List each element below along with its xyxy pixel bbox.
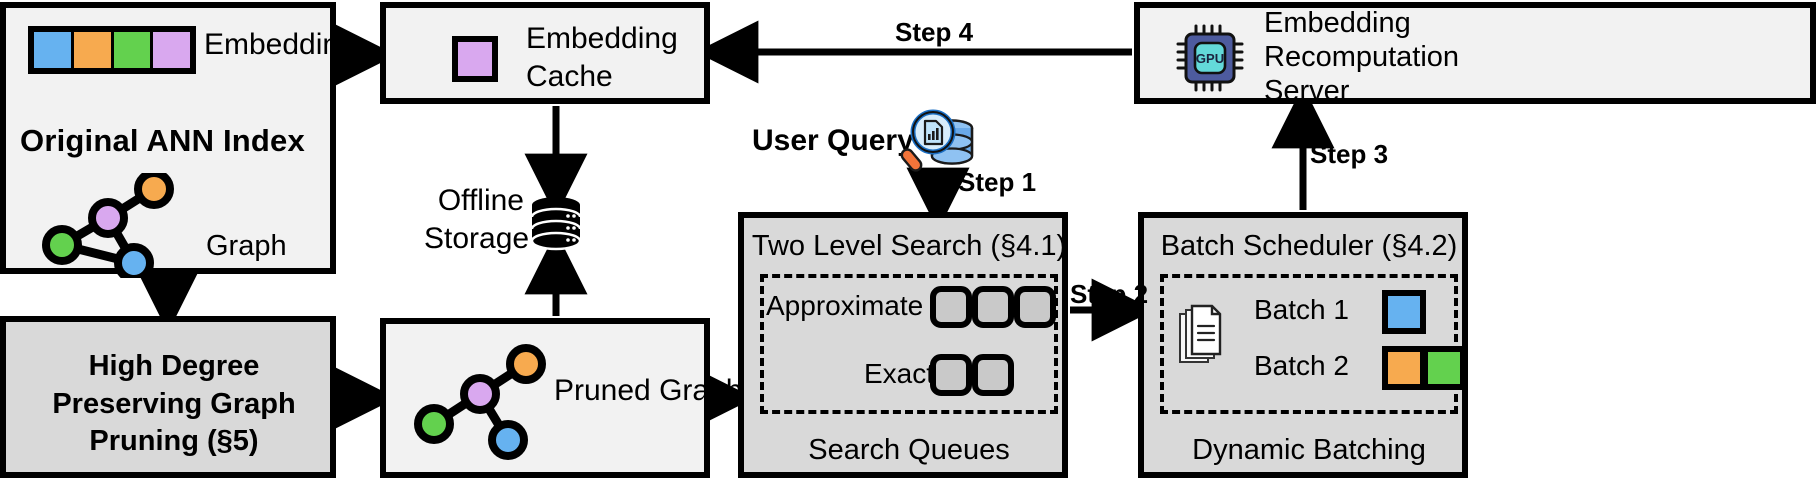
gpu-icon: GPU <box>1176 24 1244 92</box>
recomputation-server-line3: Server <box>1264 75 1350 108</box>
step-3-label: Step 3 <box>1310 139 1389 169</box>
search-database-icon <box>900 109 974 172</box>
batch-2-label: Batch 2 <box>1254 350 1349 381</box>
documents-icon <box>1179 304 1222 363</box>
two-level-search-title: Two Level Search (§4.1) <box>751 230 1067 262</box>
embedding-cell-blue <box>34 32 74 68</box>
batch-scheduler-title: Batch Scheduler (§4.2) <box>1160 230 1458 262</box>
graph-label: Graph <box>206 230 287 262</box>
embedding-vector-strip <box>28 26 196 74</box>
offline-storage-line1: Offline <box>437 184 524 217</box>
approximate-queue-slot <box>930 286 972 328</box>
embedding-cell-green <box>113 32 154 68</box>
embedding-swatch-icon <box>452 36 498 82</box>
two-level-search-box: Two Level Search (§4.1) Approximate Exac… <box>738 212 1068 478</box>
graph-pruning-label: High Degree Preserving Graph Pruning (§5… <box>52 350 296 458</box>
embedding-cell-orange <box>73 32 114 68</box>
original-ann-index-title: Original ANN Index <box>20 123 305 158</box>
recomputation-server-line2: Recomputation <box>1264 41 1460 74</box>
embedding-label: Embedding <box>204 28 356 61</box>
embedding-cache-title-line1: Embedding <box>526 22 678 55</box>
step-4-label: Step 4 <box>895 17 974 47</box>
user-query-label: User Query <box>752 124 914 157</box>
gpu-icon-text: GPU <box>1196 51 1224 66</box>
pruned-graph-label: Pruned Graph <box>554 374 743 407</box>
exact-queue-slot <box>930 354 972 396</box>
exact-queue-label: Exact <box>864 358 935 389</box>
original-graph-icon <box>42 173 174 278</box>
approximate-queue-slot <box>1014 286 1056 328</box>
batch-1-label: Batch 1 <box>1254 294 1349 325</box>
exact-queue-slot <box>972 354 1014 396</box>
recomputation-server-line1: Embedding <box>1264 7 1411 39</box>
batch-2-item-orange <box>1382 346 1426 390</box>
batch-scheduler-box: Batch Scheduler (§4.2) Batch 1 Batch 2 D… <box>1138 212 1468 478</box>
offline-storage-line2: Storage <box>424 222 530 256</box>
search-queues-group <box>760 274 1058 414</box>
dynamic-batching-group <box>1160 274 1458 414</box>
approximate-queue-label: Approximate <box>766 290 924 321</box>
embedding-cell-purple <box>153 32 190 68</box>
step-2-label: Step 2 <box>1070 279 1149 309</box>
pruned-graph-box: Pruned Graph <box>380 318 742 478</box>
search-queues-footer: Search Queues <box>808 434 1010 466</box>
database-icon <box>530 197 582 251</box>
dynamic-batching-footer: Dynamic Batching <box>1192 434 1426 466</box>
embedding-cache-title-line2: Cache <box>526 60 613 94</box>
batch-2-item-green <box>1422 346 1466 390</box>
graph-pruning-box: High Degree Preserving Graph Pruning (§5… <box>0 316 336 478</box>
pruned-graph-icon <box>414 344 546 460</box>
original-ann-index-box: Embedding Original ANN Index Graph <box>0 2 356 278</box>
batch-1-item-blue <box>1382 290 1426 334</box>
approximate-queue-slot <box>972 286 1014 328</box>
step-1-label: Step 1 <box>958 167 1037 197</box>
